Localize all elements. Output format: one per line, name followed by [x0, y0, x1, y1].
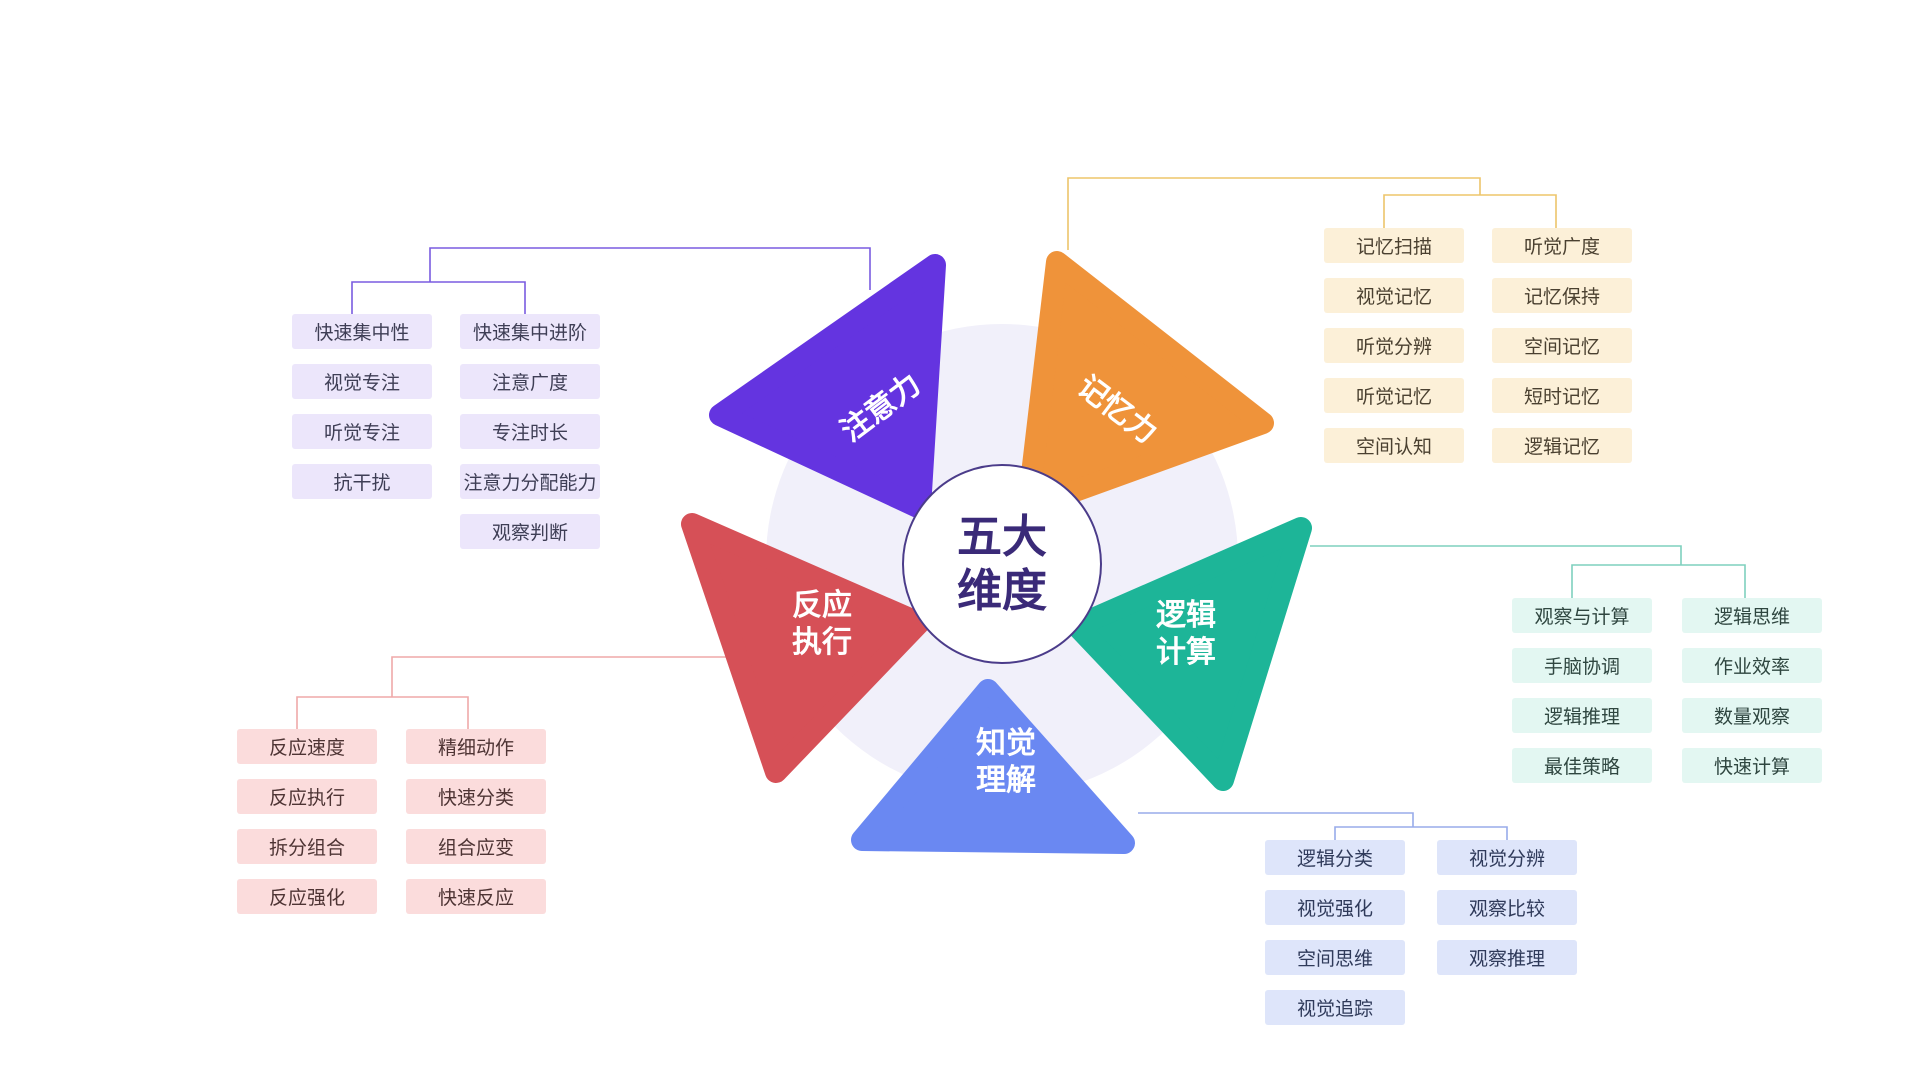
reaction-label: 反应 执行: [792, 587, 852, 661]
reaction-segment[interactable]: [681, 513, 930, 783]
logic-item[interactable]: 快速计算: [1682, 748, 1822, 783]
logic-item[interactable]: 作业效率: [1682, 648, 1822, 683]
logic-connector: [1310, 545, 1746, 598]
logic-item[interactable]: 逻辑思维: [1682, 598, 1822, 633]
logic-item[interactable]: 逻辑推理: [1512, 698, 1652, 733]
attention-item[interactable]: 抗干扰: [292, 464, 432, 499]
reaction-item[interactable]: 拆分组合: [237, 829, 377, 864]
attention-item[interactable]: 注意力分配能力: [460, 464, 600, 499]
reaction-label-line2: 执行: [792, 625, 852, 660]
reaction-connector: [296, 656, 727, 729]
perception-item[interactable]: 逻辑分类: [1265, 840, 1405, 875]
attention-item[interactable]: 听觉专注: [292, 414, 432, 449]
perception-segment[interactable]: [851, 679, 1135, 854]
perception-label-line2: 理解: [976, 763, 1036, 798]
memory-segment[interactable]: [1017, 251, 1274, 519]
attention-item[interactable]: 注意广度: [460, 364, 600, 399]
attention-item[interactable]: 快速集中进阶: [460, 314, 600, 349]
hub-title-line2: 维度: [956, 564, 1048, 617]
reaction-label-line1: 反应: [792, 588, 852, 623]
attention-item[interactable]: 观察判断: [460, 514, 600, 549]
logic-item[interactable]: 最佳策略: [1512, 748, 1652, 783]
memory-connector: [1067, 177, 1557, 250]
logic-segment[interactable]: [1066, 517, 1312, 791]
memory-item[interactable]: 记忆扫描: [1324, 228, 1464, 263]
memory-item[interactable]: 视觉记忆: [1324, 278, 1464, 313]
memory-item[interactable]: 听觉记忆: [1324, 378, 1464, 413]
perception-item[interactable]: 视觉追踪: [1265, 990, 1405, 1025]
perception-item[interactable]: 视觉强化: [1265, 890, 1405, 925]
logic-item[interactable]: 数量观察: [1682, 698, 1822, 733]
memory-item[interactable]: 空间记忆: [1492, 328, 1632, 363]
attention-segment[interactable]: [709, 254, 946, 519]
perception-item[interactable]: 观察推理: [1437, 940, 1577, 975]
attention-item[interactable]: 快速集中性: [292, 314, 432, 349]
perception-connector: [1138, 812, 1508, 840]
memory-item[interactable]: 听觉分辨: [1324, 328, 1464, 363]
reaction-item[interactable]: 快速分类: [406, 779, 546, 814]
memory-item[interactable]: 听觉广度: [1492, 228, 1632, 263]
reaction-item[interactable]: 反应速度: [237, 729, 377, 764]
memory-item[interactable]: 逻辑记忆: [1492, 428, 1632, 463]
memory-item[interactable]: 空间认知: [1324, 428, 1464, 463]
logic-item[interactable]: 观察与计算: [1512, 598, 1652, 633]
reaction-item[interactable]: 反应执行: [237, 779, 377, 814]
attention-item[interactable]: 视觉专注: [292, 364, 432, 399]
memory-item[interactable]: 短时记忆: [1492, 378, 1632, 413]
perception-item[interactable]: 观察比较: [1437, 890, 1577, 925]
attention-connector: [351, 247, 871, 314]
logic-label: 逻辑 计算: [1156, 597, 1216, 671]
logic-item[interactable]: 手脑协调: [1512, 648, 1652, 683]
logic-label-line2: 计算: [1156, 635, 1216, 670]
hub-title-line1: 五大: [956, 510, 1048, 563]
perception-label: 知觉 理解: [976, 725, 1036, 799]
perception-label-line1: 知觉: [976, 726, 1036, 761]
memory-item[interactable]: 记忆保持: [1492, 278, 1632, 313]
reaction-item[interactable]: 快速反应: [406, 879, 546, 914]
reaction-item[interactable]: 组合应变: [406, 829, 546, 864]
perception-item[interactable]: 视觉分辨: [1437, 840, 1577, 875]
hub-circle[interactable]: [902, 464, 1102, 664]
reaction-item[interactable]: 反应强化: [237, 879, 377, 914]
attention-item[interactable]: 专注时长: [460, 414, 600, 449]
perception-item[interactable]: 空间思维: [1265, 940, 1405, 975]
hub-title: 五大 维度: [957, 510, 1047, 618]
reaction-item[interactable]: 精细动作: [406, 729, 546, 764]
logic-label-line1: 逻辑: [1156, 598, 1216, 633]
